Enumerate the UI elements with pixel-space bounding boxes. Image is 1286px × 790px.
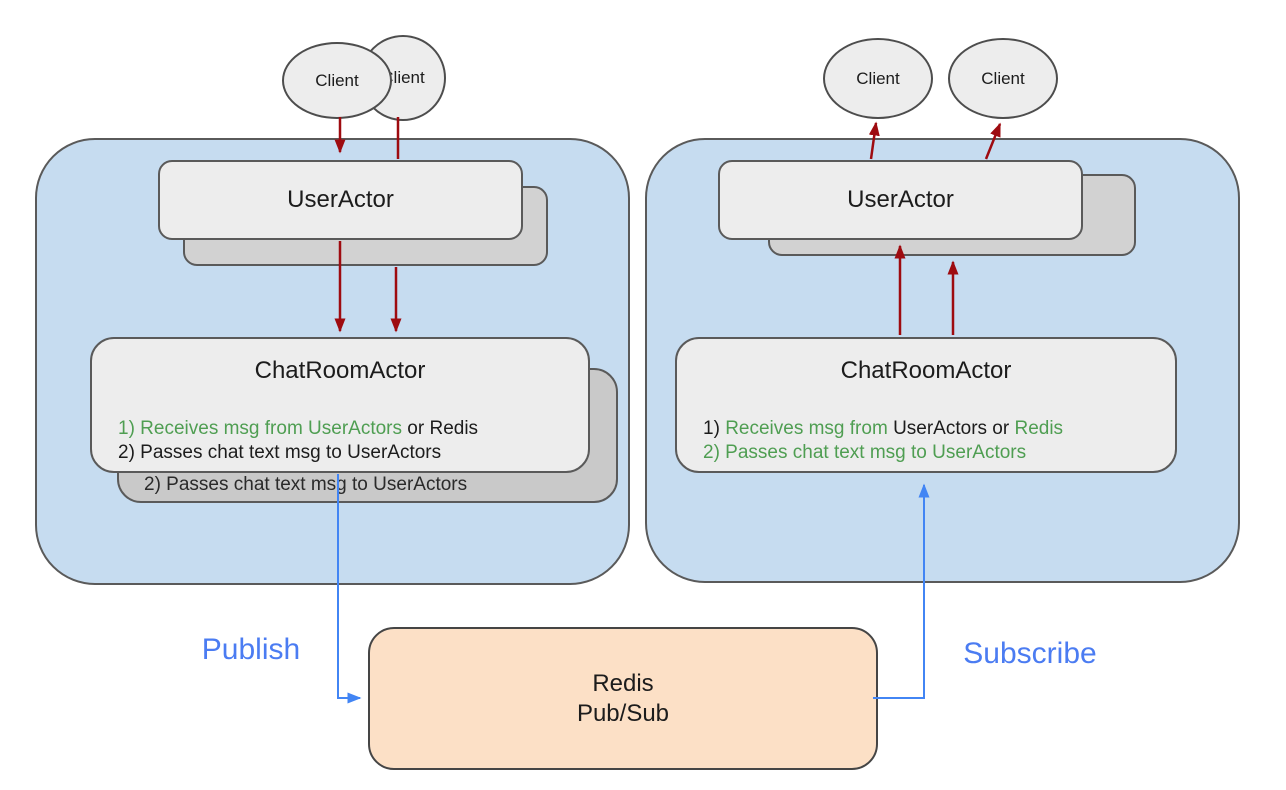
subscribe-label: Subscribe bbox=[963, 637, 1097, 670]
chat-room-actor-notes: 1) Receives msg from UserActors or Redis… bbox=[118, 417, 478, 465]
user-actor-box: UserActor bbox=[718, 160, 1083, 240]
user-actor-title: UserActor bbox=[847, 186, 954, 213]
publish-label: Publish bbox=[201, 633, 301, 666]
redis-label-line-1: Redis bbox=[592, 669, 654, 697]
chat-room-actor-box: ChatRoomActor 1) Receives msg from UserA… bbox=[90, 337, 590, 473]
chat-room-actor-title: ChatRoomActor bbox=[254, 357, 426, 384]
redis-label-line-2: Pub/Sub bbox=[576, 699, 670, 727]
user-actor-box: UserActor bbox=[158, 160, 523, 240]
client-label: Client bbox=[981, 68, 1025, 88]
client-ellipse: Client bbox=[823, 38, 933, 119]
client-label: Client bbox=[381, 68, 425, 87]
client-ellipse: Client bbox=[948, 38, 1058, 119]
chat-room-note-line-1: 1) Receives msg from UserActors or Redis bbox=[703, 418, 1064, 439]
chat-room-actor-notes: 1) Receives msg from UserActors or Redis… bbox=[703, 417, 1063, 465]
chat-room-shadow-clipped-text: 2) Passes chat text msg to UserActors bbox=[144, 474, 468, 495]
chat-room-note-line-1: 1) Receives msg from UserActors or Redis bbox=[118, 418, 479, 439]
chat-room-actor-box: ChatRoomActor 1) Receives msg from UserA… bbox=[675, 337, 1177, 473]
chat-room-note-line-2: 2) Passes chat text msg to UserActors bbox=[703, 442, 1027, 463]
client-label: Client bbox=[856, 68, 900, 88]
redis-pubsub-box: Redis Pub/Sub bbox=[368, 627, 878, 770]
chat-room-actor-title: ChatRoomActor bbox=[840, 357, 1012, 384]
client-ellipse-front: Client bbox=[282, 42, 392, 119]
chat-room-note-line-2: 2) Passes chat text msg to UserActors bbox=[118, 442, 442, 463]
client-label: Client bbox=[315, 70, 359, 90]
user-actor-title: UserActor bbox=[287, 186, 394, 213]
